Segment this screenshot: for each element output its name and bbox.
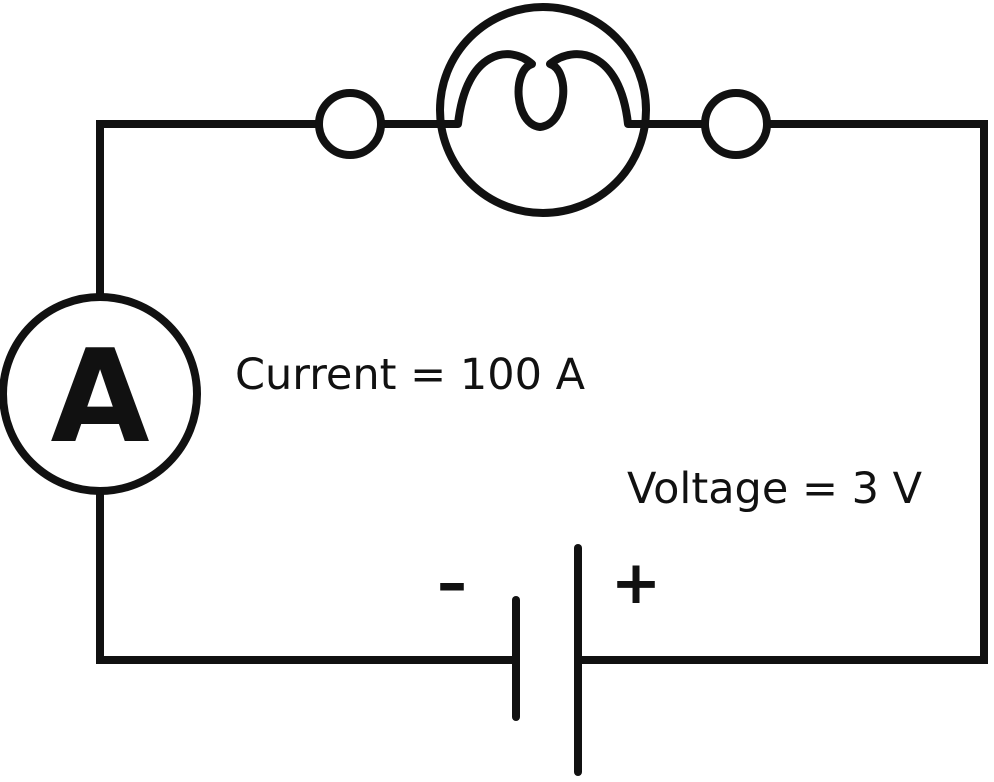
terminal-right	[701, 89, 771, 159]
ammeter-icon: A	[0, 293, 201, 495]
battery-icon	[512, 544, 582, 776]
battery-positive-sign: +	[611, 548, 661, 618]
voltage-label: Voltage = 3 V	[627, 464, 923, 514]
wires	[96, 120, 988, 664]
lamp-filament	[438, 50, 648, 131]
lamp-bulb-outline	[436, 3, 650, 217]
lamp-icon	[436, 3, 650, 217]
wire-right-side	[578, 120, 988, 664]
wire-bottom-left	[96, 491, 516, 664]
current-label: Current = 100 A	[235, 350, 586, 400]
wire-top-left	[96, 120, 318, 296]
ammeter-symbol: A	[50, 323, 149, 472]
ammeter-ring	[0, 293, 201, 495]
battery-negative-sign: –	[437, 548, 467, 618]
terminal-left	[315, 89, 385, 159]
